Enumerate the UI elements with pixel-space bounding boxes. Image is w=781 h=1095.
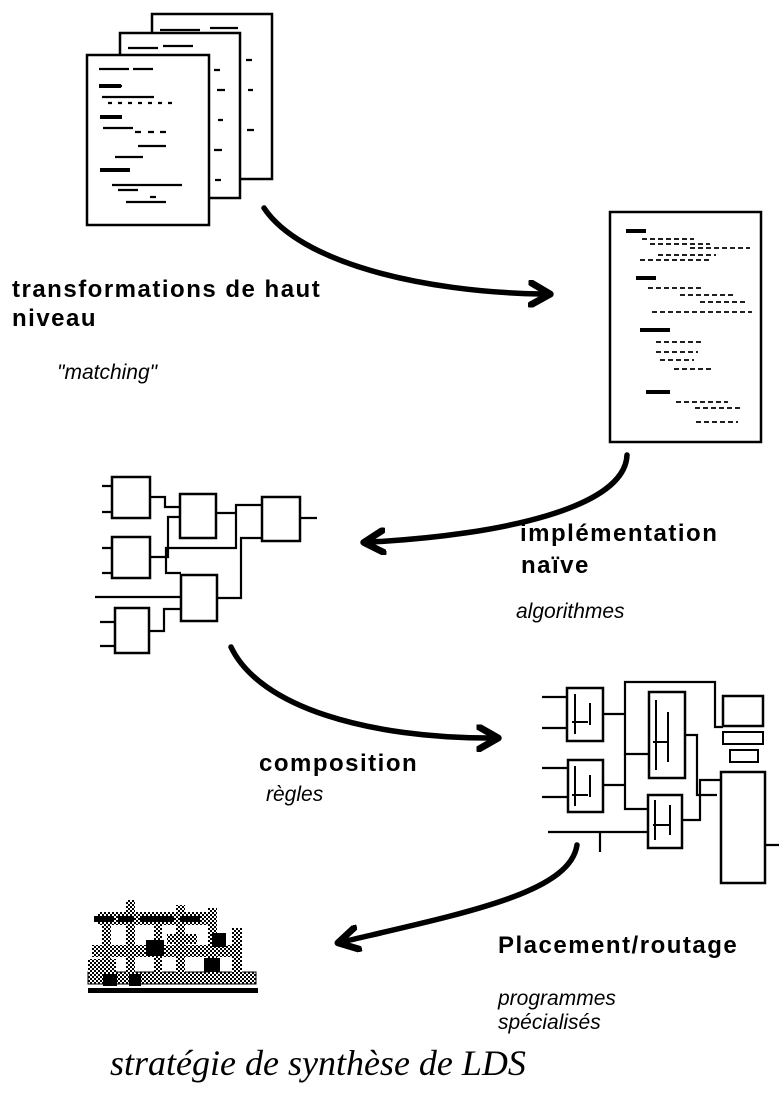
arrow-to-optimized [228,644,490,738]
step1-title-line1: transformations de haut [12,276,322,303]
optimized-circuit-icon [542,680,779,885]
step2-title-line2: naïve [521,552,590,579]
step2-title-line1: implémentation [520,520,719,547]
step4-subtitle-line1: programmes [498,987,616,1010]
specification-pages-icon [85,12,274,227]
arrow-to-algorithms [261,205,542,294]
arrow-to-layout [346,842,580,941]
arrow-to-network [372,452,630,542]
layout-icon [87,900,258,993]
flow-arrows [228,205,630,941]
step3-subtitle: règles [266,783,324,806]
step1-title-line2: niveau [12,305,98,332]
step2-subtitle: algorithmes [516,600,625,623]
gate-network-icon [95,475,317,655]
step4-title: Placement/routage [498,932,739,959]
step3-title: composition [259,750,419,777]
figure-caption: stratégie de synthèse de LDS [110,1043,526,1083]
algorithm-listing-icon [608,210,763,444]
step1-subtitle: "matching" [57,361,158,384]
step4-subtitle-line2: spécialisés [498,1011,601,1034]
